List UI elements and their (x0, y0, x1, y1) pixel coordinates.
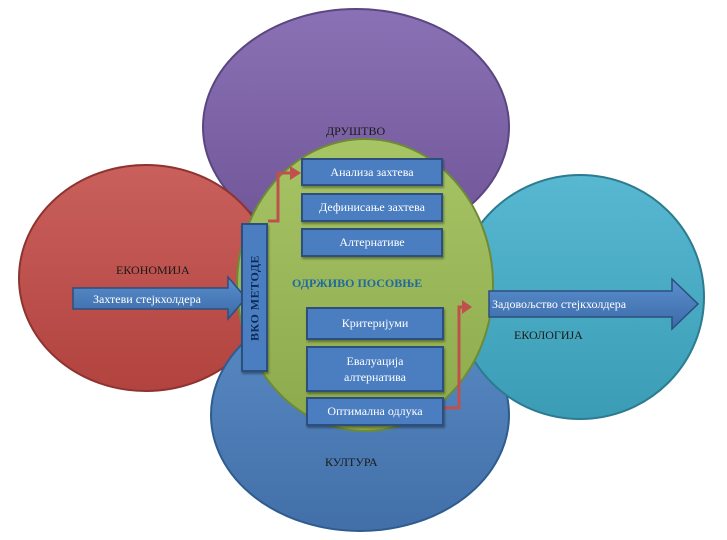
economy-label: ЕКОНОМИЈА (116, 263, 190, 277)
input-arrow-shape (72, 274, 247, 322)
connector-top-head (290, 166, 301, 180)
vko-methods-box: ВКО МЕТОДЕ (241, 223, 268, 372)
society-label: ДРУШТВО (326, 124, 386, 138)
vko-methods-label: ВКО МЕТОДЕ (247, 254, 261, 341)
step-criteria: Критеријуми (306, 307, 444, 340)
step-evaluation: Евалуација алтернатива (306, 346, 444, 392)
culture-label: КУЛТУРА (325, 455, 378, 469)
input-arrow-label: Захтеви стејкхолдера (93, 292, 201, 306)
step-requirements-definition: Дефинисање захтева (301, 193, 443, 222)
step-alternatives: Алтернативе (301, 228, 443, 257)
step-optimal-decision: Оптимална одлука (306, 397, 444, 426)
step-requirements-analysis: Анализа захтева (301, 158, 443, 186)
output-arrow-shape (488, 277, 700, 331)
connector-bottom-head (462, 300, 472, 314)
connector-top (268, 171, 292, 223)
core-label: ОДРЖИВО ПОСОВЊЕ (292, 276, 423, 290)
ecology-label: ЕКОЛОГИЈА (514, 328, 583, 342)
output-arrow-label: Задовољство стејкхолдера (492, 297, 627, 311)
